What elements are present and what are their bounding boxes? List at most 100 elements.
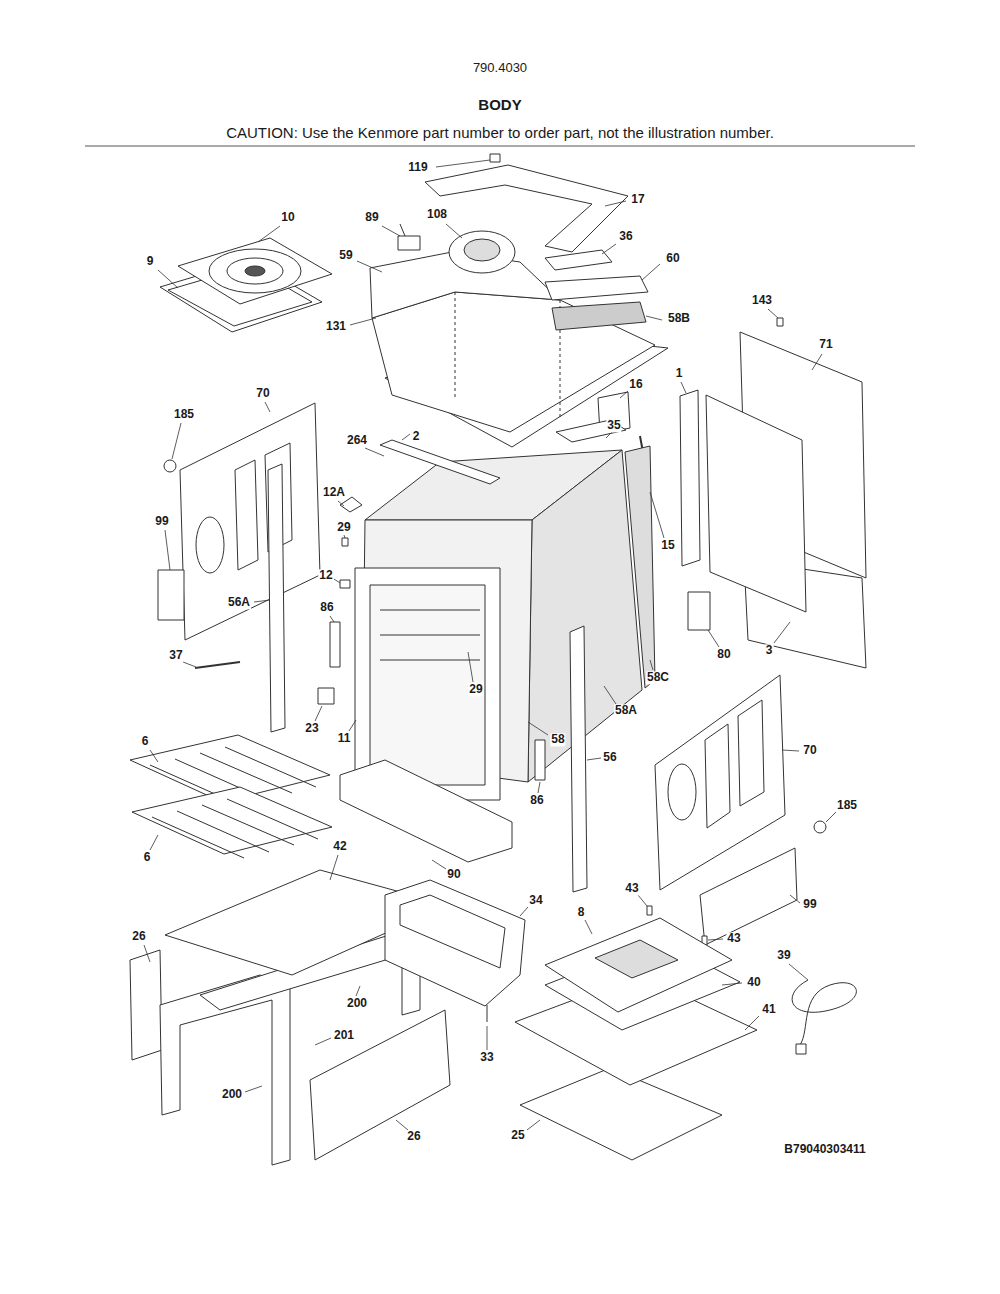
callout-number: 6 (141, 735, 150, 748)
callout-number: 185 (836, 799, 858, 812)
strip (268, 464, 285, 732)
callout-number: 42 (332, 840, 347, 853)
small-part (318, 688, 334, 704)
callout-number: 15 (660, 539, 675, 552)
panel-window (196, 517, 224, 573)
callout-number: 16 (628, 378, 643, 391)
side-panel (180, 403, 320, 640)
control-box (700, 848, 797, 945)
filter (545, 250, 612, 270)
callout-number: 58A (614, 704, 638, 717)
small-part (490, 154, 500, 162)
wire (400, 224, 405, 236)
callout-number: 108 (426, 208, 448, 221)
plate-ring (227, 258, 283, 284)
rod (195, 662, 240, 668)
rear-frame-inner (400, 895, 505, 968)
bottom-cover (520, 1068, 722, 1160)
drawing-code: B79040303411 (783, 1143, 866, 1156)
bar (380, 440, 500, 484)
turntable-plate (178, 238, 332, 304)
rack-guide (380, 610, 480, 611)
diagram-title: BODY (477, 97, 522, 114)
callout-number: 59 (338, 249, 353, 262)
callout-number: 143 (751, 294, 773, 307)
callout-number: 35 (606, 419, 621, 432)
callout-number: 26 (406, 1130, 421, 1143)
callout-number: 70 (255, 387, 270, 400)
callout-number: 11 (337, 732, 352, 745)
small-part (487, 1005, 488, 1022)
callout-number: 58B (667, 312, 691, 325)
leader-lines (144, 160, 837, 1130)
small-part (340, 580, 350, 588)
callout-number: 34 (528, 894, 543, 907)
callout-number: 2 (412, 430, 421, 443)
callout-number: 37 (168, 649, 183, 662)
model-number: 790.4030 (472, 61, 528, 75)
rear-frame (385, 880, 525, 1006)
plate-hub (245, 266, 265, 276)
rack-guide (380, 660, 480, 661)
caution-note: CAUTION: Use the Kenmore part number to … (225, 125, 775, 142)
filter-pad (552, 302, 646, 330)
leg-panel (130, 950, 162, 1060)
callout-number: 99 (802, 898, 817, 911)
screw (647, 906, 652, 915)
callout-number: 56A (227, 596, 251, 609)
drip-pan-center (595, 940, 678, 978)
power-cord (792, 980, 856, 1045)
plate-ring (209, 249, 301, 293)
front-frame-inner (370, 585, 485, 785)
hinge (535, 740, 545, 780)
callout-number: 41 (761, 1003, 776, 1016)
motor (398, 236, 420, 250)
plug (796, 1044, 806, 1054)
callout-number: 12 (318, 569, 333, 582)
strip (680, 390, 700, 566)
callout-number: 25 (510, 1129, 525, 1142)
knob (814, 821, 826, 833)
callout-number: 80 (716, 648, 731, 661)
callout-number: 43 (624, 882, 639, 895)
callout-number: 56 (602, 751, 617, 764)
callout-number: 60 (665, 252, 680, 265)
callout-number: 201 (333, 1029, 355, 1042)
panel-window (705, 724, 730, 828)
tab (777, 318, 783, 326)
callout-number: 39 (776, 949, 791, 962)
callout-number: 71 (818, 338, 833, 351)
callout-number: 10 (280, 211, 295, 224)
callout-number: 36 (618, 230, 633, 243)
filter-box (545, 276, 648, 300)
callout-number: 3 (765, 644, 774, 657)
bracket (158, 570, 184, 620)
gasket (556, 420, 626, 442)
side-panel (655, 675, 785, 890)
rule (85, 146, 915, 147)
callout-number: 86 (529, 794, 544, 807)
callout-number: 23 (304, 722, 319, 735)
knob (164, 460, 176, 472)
small-part (342, 538, 348, 546)
kick-panel (310, 1010, 450, 1160)
panel-window (738, 700, 764, 806)
fan-hub (464, 239, 500, 261)
callout-number: 264 (346, 434, 368, 447)
oven-rack (132, 787, 332, 858)
callout-number: 185 (173, 408, 195, 421)
callout-number: 119 (407, 161, 428, 174)
callout-number: 86 (319, 601, 334, 614)
callout-number: 1 (675, 367, 684, 380)
callout-number: 9 (146, 255, 155, 268)
bracket (688, 592, 710, 630)
callout-number: 90 (446, 868, 461, 881)
drip-pan (545, 918, 732, 1012)
callout-number: 17 (630, 193, 645, 206)
panel-window (235, 460, 258, 570)
back-plate (706, 395, 806, 612)
vent-bar (340, 760, 512, 862)
callout-number: 26 (131, 930, 146, 943)
callout-number: 99 (154, 515, 169, 528)
